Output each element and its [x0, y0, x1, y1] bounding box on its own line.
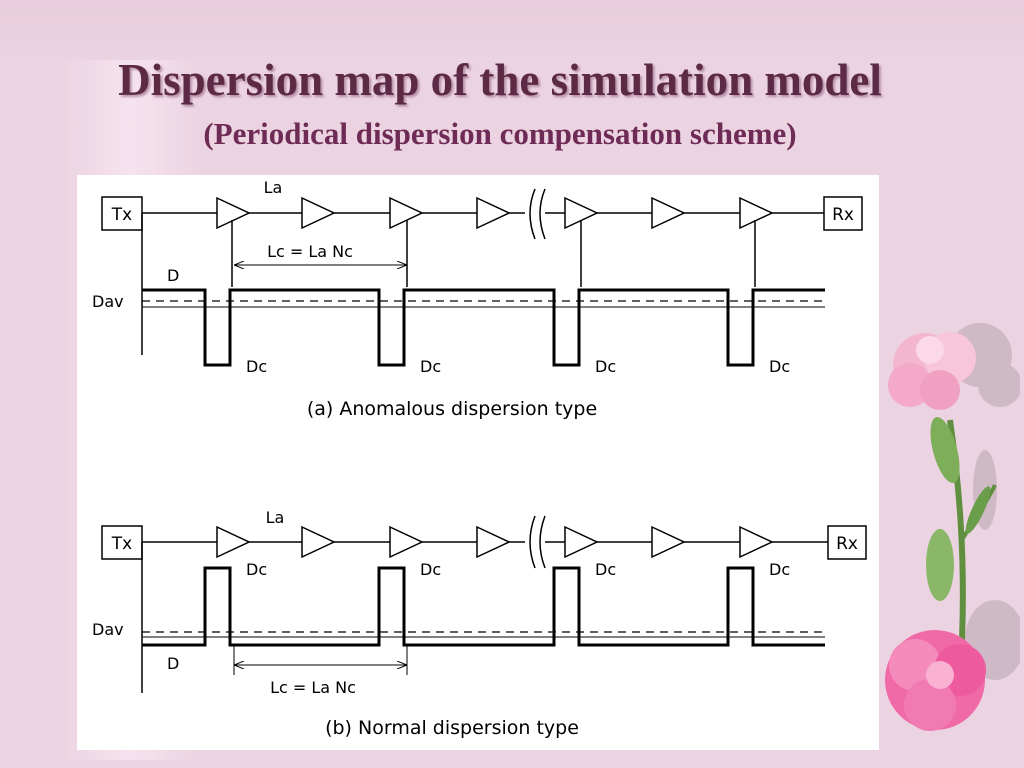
- slide-subtitle: (Periodical dispersion compensation sche…: [203, 116, 797, 151]
- dav-label-a: Dav: [92, 292, 124, 311]
- dispersion-map-a: [142, 288, 825, 367]
- tx-label-b: Tx: [111, 534, 132, 554]
- amplifier-icon: [476, 196, 511, 230]
- dc-label-a: Dc: [420, 357, 441, 376]
- top-carnation: [888, 332, 976, 410]
- amplifier-icon: [216, 525, 251, 559]
- break-mark-b: [529, 515, 546, 569]
- rx-label-a: Rx: [832, 205, 854, 225]
- dc-label-a: Dc: [769, 357, 790, 376]
- rx-box-a: [823, 196, 863, 231]
- amplifier-icon: [651, 196, 686, 230]
- caption-a: (a) Anomalous dispersion type: [307, 398, 597, 420]
- amplifiers-a: [216, 196, 774, 230]
- d-label-b: D: [167, 654, 179, 673]
- amplifier-icon: [739, 525, 774, 559]
- amplifier-icon: [216, 196, 251, 230]
- carnation-flower-decoration: [885, 323, 1020, 731]
- lc-label-b: Lc = La Nc: [270, 678, 356, 697]
- d-label-a: D: [167, 266, 179, 285]
- amplifier-icon: [739, 196, 774, 230]
- tx-box-b: [101, 525, 143, 560]
- amplifier-icon: [301, 196, 336, 230]
- diagram-a: Tx Rx: [92, 178, 863, 420]
- amplifier-icon: [389, 196, 424, 230]
- leaf: [965, 486, 991, 534]
- leaf: [930, 417, 960, 483]
- dc-label-b: Dc: [595, 560, 616, 579]
- la-label-a: La: [264, 178, 283, 197]
- flower-bud: [926, 529, 954, 601]
- dc-label-b: Dc: [246, 560, 267, 579]
- tx-box-a: [101, 196, 143, 231]
- slide-title: Dispersion map of the simulation model: [118, 55, 882, 105]
- caption-b: (b) Normal dispersion type: [325, 717, 579, 739]
- dispersion-diagram-svg: Tx Rx: [92, 178, 867, 739]
- dc-label-a: Dc: [246, 357, 267, 376]
- amplifier-icon: [301, 525, 336, 559]
- amplifier-icon: [389, 525, 424, 559]
- dc-label-a: Dc: [595, 357, 616, 376]
- amplifier-icon: [651, 525, 686, 559]
- amplifier-icon: [476, 525, 511, 559]
- background-top-shade: [0, 0, 1024, 60]
- diagram-b: Tx Rx: [92, 508, 867, 739]
- dispersion-map-b: [142, 566, 825, 647]
- dispersion-diagram-panel: Tx Rx: [77, 175, 879, 750]
- break-mark-a: [529, 188, 546, 240]
- rx-label-b: Rx: [836, 534, 858, 554]
- drop-lines-a: [141, 213, 756, 355]
- dav-label-b: Dav: [92, 620, 124, 639]
- amplifier-icon: [564, 525, 599, 559]
- tx-label-a: Tx: [111, 205, 132, 225]
- bottom-carnation: [885, 630, 986, 731]
- la-label-b: La: [266, 508, 285, 527]
- lc-label-a: Lc = La Nc: [267, 242, 353, 261]
- rx-box-b: [827, 525, 867, 560]
- dc-label-b: Dc: [769, 560, 790, 579]
- dc-label-b: Dc: [420, 560, 441, 579]
- amplifiers-b: [216, 525, 774, 559]
